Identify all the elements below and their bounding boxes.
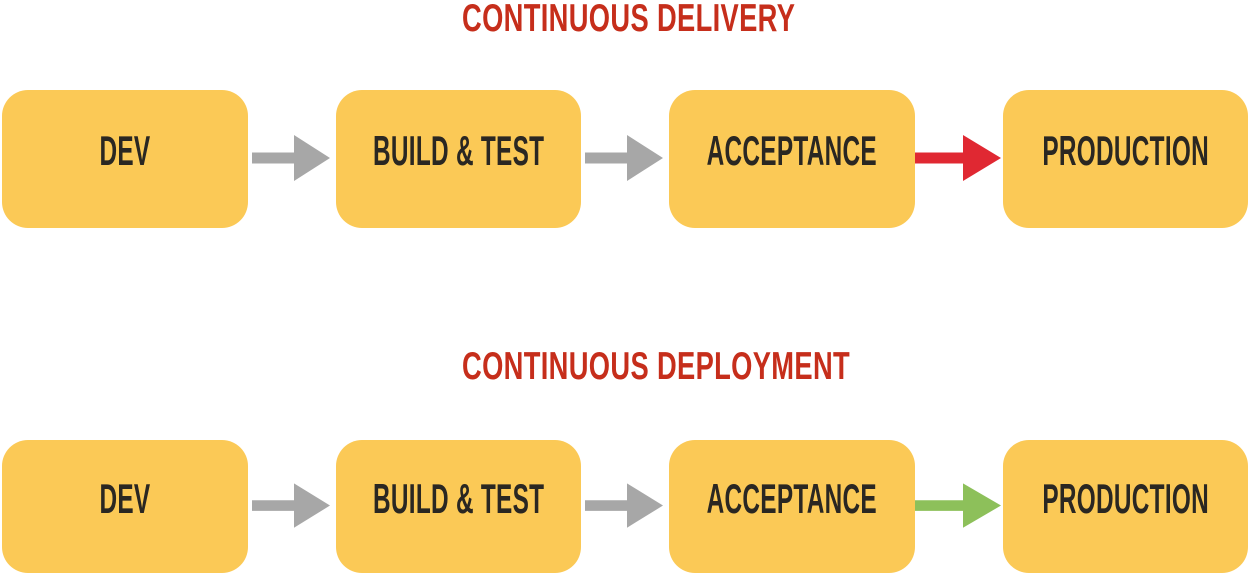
- stage-box-build-test: BUILD & TEST: [335, 90, 581, 228]
- arrow-build-to-acceptance-icon: [585, 483, 663, 528]
- stage-box-production: PRODUCTION: [1002, 440, 1248, 573]
- arrow-shape: [585, 135, 663, 181]
- continuous-deployment-title: CONTINUOUS DEPLOYMENT: [462, 345, 1016, 388]
- continuous-delivery-title: CONTINUOUS DELIVERY: [462, 0, 938, 38]
- continuous-delivery-title-text: CONTINUOUS DELIVERY: [462, 0, 796, 40]
- stage-box-acceptance: ACCEPTANCE: [669, 440, 915, 573]
- stage-label-acceptance: ACCEPTANCE: [706, 474, 877, 522]
- arrow-shape: [914, 135, 1001, 181]
- stage-label-dev: DEV: [99, 474, 151, 522]
- stage-label-dev: DEV: [99, 127, 151, 174]
- arrow-build-to-acceptance-icon: [585, 135, 663, 181]
- arrow-shape: [914, 483, 1001, 528]
- stage-box-dev: DEV: [2, 90, 248, 228]
- continuous-delivery-flow: DEV BUILD & TEST ACCEPTANCE PRODUCTION: [2, 90, 1248, 228]
- arrow-dev-to-build-icon: [251, 483, 330, 528]
- stage-box-production: PRODUCTION: [1002, 90, 1248, 228]
- stage-label-production: PRODUCTION: [1041, 474, 1209, 522]
- stage-label-acceptance: ACCEPTANCE: [706, 127, 877, 174]
- stage-box-acceptance: ACCEPTANCE: [669, 90, 915, 228]
- arrow-acceptance-to-production-icon: [914, 483, 1001, 528]
- stage-label-production: PRODUCTION: [1041, 127, 1209, 174]
- arrow-shape: [251, 135, 330, 181]
- arrow-acceptance-to-production-icon: [914, 135, 1001, 181]
- arrow-shape: [585, 483, 663, 528]
- continuous-deployment-flow: DEV BUILD & TEST ACCEPTANCE PRODUCTION: [2, 440, 1248, 573]
- stage-box-build-test: BUILD & TEST: [335, 440, 581, 573]
- arrow-dev-to-build-icon: [251, 135, 330, 181]
- continuous-deployment-title-text: CONTINUOUS DEPLOYMENT: [462, 345, 851, 388]
- stage-box-dev: DEV: [2, 440, 248, 573]
- arrow-shape: [251, 483, 330, 528]
- stage-label-build-test: BUILD & TEST: [372, 474, 544, 522]
- stage-label-build-test: BUILD & TEST: [372, 127, 544, 174]
